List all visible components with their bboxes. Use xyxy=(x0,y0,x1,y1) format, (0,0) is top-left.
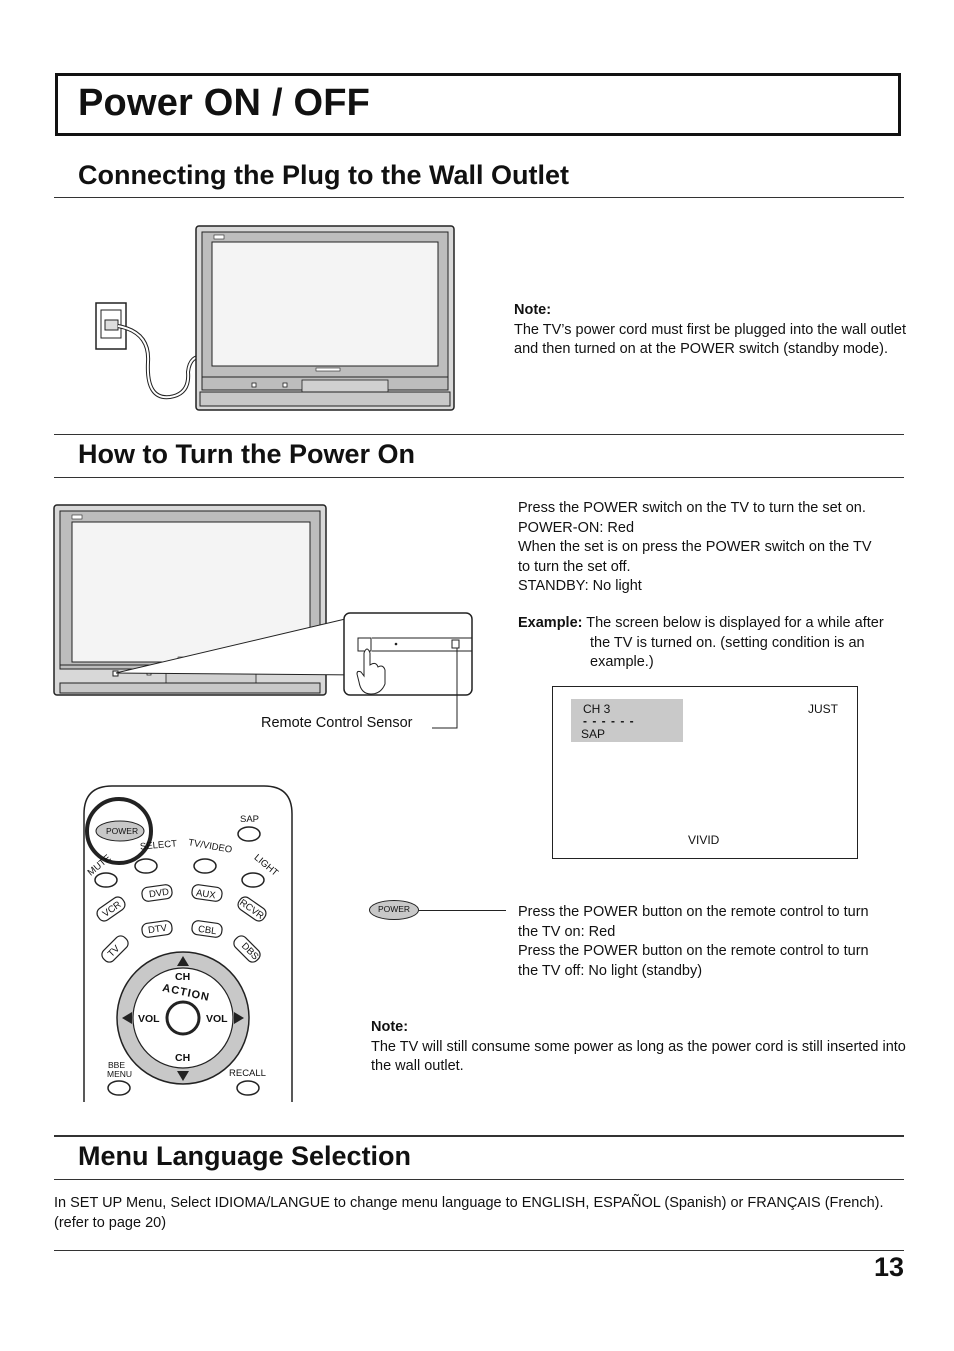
divider xyxy=(54,197,904,198)
page-title: Power ON / OFF xyxy=(78,82,371,124)
remote-vol-up-label: VOL xyxy=(206,1013,228,1025)
divider xyxy=(54,1135,904,1137)
instruction-line: the TV off: No light (standby) xyxy=(518,962,703,979)
divider xyxy=(54,1250,904,1251)
remote-ch-down-label: CH xyxy=(175,1052,191,1064)
example-text: The screen below is displayed for a whil… xyxy=(586,615,884,631)
remote-ch-up-label: CH xyxy=(175,971,191,983)
power-switch-instructions: Press the POWER switch on the TV to turn… xyxy=(518,499,906,597)
instruction-line: Press the POWER button on the remote con… xyxy=(518,943,869,959)
instruction-line: When the set is on press the POWER switc… xyxy=(518,539,872,555)
tv-plug-illustration xyxy=(95,225,455,411)
remote-power-label: POWER xyxy=(106,826,139,836)
note-text: The TV will still consume some power as … xyxy=(371,1038,906,1075)
remote-power-button-icon: POWER xyxy=(369,900,419,920)
channel-label: CH 3 xyxy=(583,702,611,716)
example-text: the TV is turned on. (setting condition … xyxy=(590,634,865,651)
remote-cbl-label: CBL xyxy=(197,923,218,938)
example-label: Example: xyxy=(518,615,583,631)
divider xyxy=(54,1179,904,1180)
section-title-connect: Connecting the Plug to the Wall Outlet xyxy=(78,160,569,190)
remote-bbe-label: BBE xyxy=(108,1060,126,1070)
note-text: The TV’s power cord must first be plugge… xyxy=(514,321,906,358)
example-text: example.) xyxy=(590,654,654,670)
divider xyxy=(54,434,904,435)
note-connect: Note: The TV’s power cord must first be … xyxy=(514,301,906,360)
section-title-power-on: How to Turn the Power On xyxy=(78,439,415,469)
remote-sap-label: SAP xyxy=(240,814,260,825)
tv-sensor-illustration xyxy=(53,504,473,729)
example-block: Example: The screen below is displayed f… xyxy=(518,614,906,673)
instruction-line: the TV on: Red xyxy=(518,923,616,940)
instruction-line: to turn the set off. xyxy=(518,558,631,575)
audio-mode: SAP xyxy=(581,727,606,741)
remote-vol-down-label: VOL xyxy=(138,1013,160,1025)
remote-recall-label: RECALL xyxy=(229,1068,266,1079)
remote-control-illustration xyxy=(83,785,293,1102)
sensor-label: Remote Control Sensor xyxy=(261,715,413,731)
instruction-line: Press the POWER switch on the TV to turn… xyxy=(518,500,866,516)
screen-display-example: CH 3 - - - - - - SAP JUST VIVID xyxy=(552,686,858,859)
page-number: 13 xyxy=(873,1252,904,1282)
note-label: Note: xyxy=(371,1019,409,1035)
remote-instructions: Press the POWER button on the remote con… xyxy=(518,903,906,981)
divider xyxy=(54,477,904,478)
channel-dashes: - - - - - - xyxy=(583,714,635,728)
note-label: Note: xyxy=(514,302,552,318)
picture-mode: VIVID xyxy=(688,833,720,847)
instruction-line: STANDBY: No light xyxy=(518,578,642,594)
leader-line xyxy=(419,910,506,911)
channel-banner xyxy=(571,699,683,742)
menu-language-text: In SET UP Menu, Select IDIOMA/LANGUE to … xyxy=(54,1195,884,1231)
instruction-line: Press the POWER button on the remote con… xyxy=(518,904,869,920)
instruction-line: POWER-ON: Red xyxy=(518,519,635,536)
section-title-menu-language: Menu Language Selection xyxy=(78,1141,412,1171)
note-power: Note: The TV will still consume some pow… xyxy=(371,1018,907,1077)
remote-menu-label: MENU xyxy=(107,1069,133,1079)
page-title-frame xyxy=(55,73,901,136)
aspect-mode: JUST xyxy=(808,702,838,716)
